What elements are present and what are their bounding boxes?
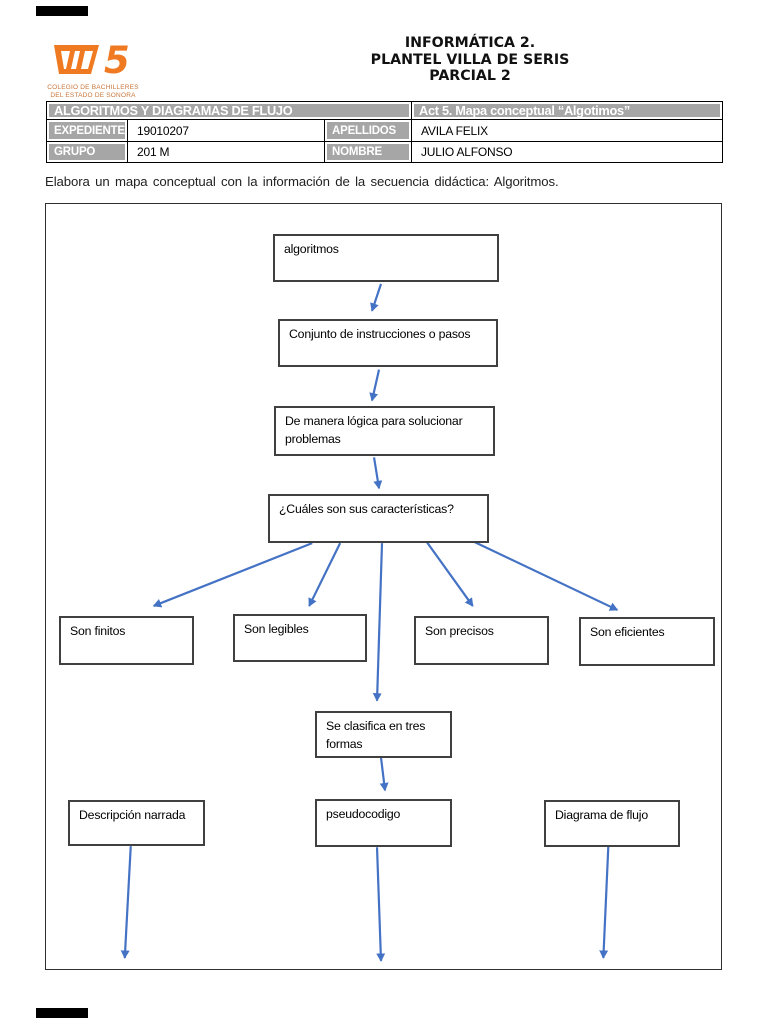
- org-name-line2: DEL ESTADO DE SONORA: [50, 91, 136, 99]
- arrow-cuales-precisos: [425, 541, 474, 607]
- cobach-logo-icon: 5: [54, 39, 130, 82]
- node-algoritmos: algoritmos: [273, 234, 499, 282]
- node-pseudocodigo: pseudocodigo: [315, 799, 452, 847]
- arrow-clasifica-pseudo: [379, 757, 389, 792]
- node-son-eficientes: Son eficientes: [579, 617, 715, 666]
- instruction-text: Elabora un mapa conceptual con la inform…: [45, 174, 559, 189]
- arrow-conjunto-manera: [369, 369, 381, 402]
- apellidos-value: AVILA FELIX: [411, 119, 723, 142]
- org-name-line1: COLEGIO DE BACHILLERES: [47, 84, 139, 91]
- table-row: GRUPO 201 M NOMBRE JULIO ALFONSO: [46, 141, 723, 163]
- arrow-narrada-down: [120, 846, 132, 959]
- node-cuales-caracteristicas: ¿Cuáles son sus características?: [268, 494, 489, 543]
- school-logo: 5 COLEGIO DE BACHILLERES DEL ESTADO DE S…: [44, 39, 142, 99]
- node-diagrama-de-flujo: Diagrama de flujo: [544, 800, 680, 847]
- table-row: EXPEDIENTE 19010207 APELLIDOS AVILA FELI…: [46, 119, 723, 142]
- title-line-3: PARCIAL 2: [429, 68, 511, 84]
- node-descripcion-narrada: Descripción narrada: [68, 800, 205, 846]
- arrow-cuales-eficientes: [474, 541, 619, 611]
- apellidos-label: APELLIDOS: [324, 119, 412, 142]
- arrow-algoritmos-conjunto: [370, 283, 383, 312]
- nombre-label: NOMBRE: [324, 141, 412, 163]
- node-son-precisos: Son precisos: [414, 616, 549, 665]
- grupo-label: GRUPO: [46, 141, 128, 163]
- title-line-2: PLANTEL VILLA DE SERIS: [370, 51, 570, 68]
- concept-map-edges: [120, 283, 619, 962]
- concept-map-frame: algoritmos Conjunto de instrucciones o p…: [45, 203, 722, 970]
- grupo-value: 201 M: [127, 141, 325, 163]
- activity-title-cell: Act 5. Mapa conceptual “Algotimos”: [411, 101, 723, 120]
- arrow-flujo-down: [599, 846, 610, 959]
- node-de-manera-logica: De manera lógica para solucionar problem…: [274, 406, 495, 456]
- arrow-cuales-finitos: [152, 542, 313, 608]
- expediente-label: EXPEDIENTE: [46, 119, 128, 142]
- node-se-clasifica: Se clasifica en tres formas: [315, 711, 452, 758]
- nombre-value: JULIO ALFONSO: [411, 141, 723, 163]
- redaction-bar-bottom: [36, 1008, 88, 1018]
- expediente-value: 19010207: [127, 119, 325, 142]
- student-info-table: ALGORITMOS Y DIAGRAMAS DE FLUJO Act 5. M…: [46, 101, 723, 163]
- document-title: INFORMÁTICA 2. PLANTEL VILLA DE SERIS PA…: [225, 35, 715, 85]
- arrow-pseudo-down: [375, 847, 386, 962]
- arrow-cuales-clasifica: [372, 543, 384, 702]
- node-conjunto-instrucciones: Conjunto de instrucciones o pasos: [278, 319, 498, 367]
- redaction-bar-top: [36, 6, 88, 16]
- node-son-legibles: Son legibles: [233, 614, 367, 662]
- svg-text:5: 5: [104, 43, 130, 79]
- title-line-1: INFORMÁTICA 2.: [404, 35, 536, 51]
- arrow-cuales-legibles: [308, 542, 342, 607]
- arrow-manera-cuales: [372, 457, 383, 490]
- course-title-cell: ALGORITMOS Y DIAGRAMAS DE FLUJO: [46, 101, 412, 120]
- node-son-finitos: Son finitos: [59, 616, 194, 665]
